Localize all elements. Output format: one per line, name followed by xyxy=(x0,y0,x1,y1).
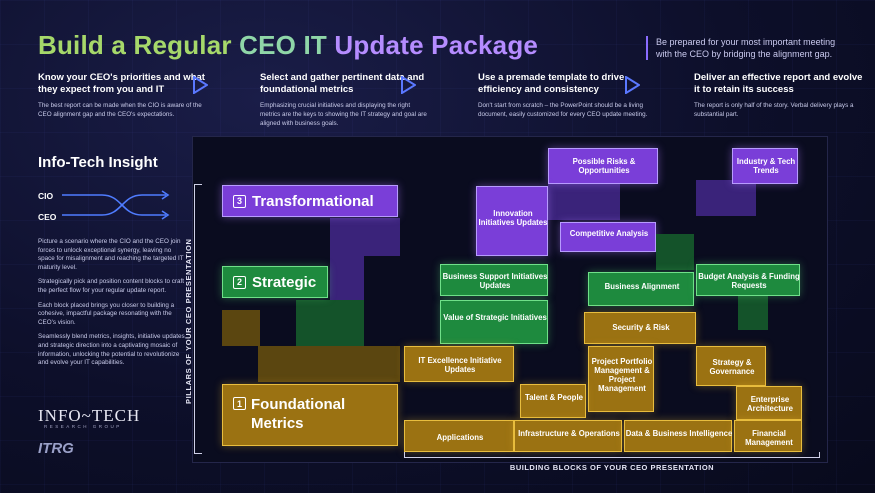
step-4: Deliver an effective report and evolve i… xyxy=(694,72,863,118)
pillar-shape xyxy=(296,300,364,346)
block-value-strategic: Value of Strategic Initiatives xyxy=(440,300,548,344)
pillar-number-badge: 3 xyxy=(233,194,246,208)
pillar-foundational: 1 Foundational Metrics xyxy=(222,384,398,446)
play-arrow-icon xyxy=(401,76,416,94)
pillar-shape xyxy=(330,218,364,256)
block-financial: Financial Management xyxy=(734,420,802,452)
block-business-support: Business Support Initiatives Updates xyxy=(440,264,548,296)
header-note: Be prepared for your most important meet… xyxy=(646,36,846,60)
step-1: Know your CEO's priorities and what they… xyxy=(38,72,205,118)
block-shape xyxy=(584,184,620,220)
pillar-number-badge: 1 xyxy=(233,397,246,410)
pillar-transformational: 3 Transformational xyxy=(222,185,398,217)
block-competitive: Competitive Analysis xyxy=(560,222,656,252)
block-talent: Talent & People xyxy=(520,384,586,418)
block-security-risk: Security & Risk xyxy=(584,312,696,344)
block-business-alignment: Business Alignment xyxy=(588,272,694,306)
infotech-logo: INFO~TECH xyxy=(38,406,141,425)
block-it-excellence: IT Excellence Initiative Updates xyxy=(404,346,514,382)
blocks-bracket xyxy=(404,452,820,458)
page-title: Build a Regular CEO IT Update Package xyxy=(38,30,539,60)
ceo-label: CEO xyxy=(38,212,57,222)
block-shape xyxy=(738,296,768,330)
block-infra-ops: Infrastructure & Operations xyxy=(514,420,622,452)
block-innovation: Innovation Initiatives Updates xyxy=(476,186,548,256)
play-arrow-icon xyxy=(193,76,208,94)
infotech-logo-sub: RESEARCH GROUP xyxy=(44,424,122,429)
pillar-shape xyxy=(222,310,260,346)
block-shape xyxy=(656,234,694,270)
pillars-axis-label: PILLARS OF YOUR CEO PRESENTATION xyxy=(184,238,193,404)
block-applications: Applications xyxy=(404,420,514,452)
play-arrow-icon xyxy=(625,76,640,94)
block-possible-risks: Possible Risks & Opportunities xyxy=(548,148,658,184)
crossing-arrows-icon xyxy=(62,190,170,220)
cio-label: CIO xyxy=(38,191,54,201)
step-3: Use a premade template to drive efficien… xyxy=(478,72,648,118)
insight-text: Picture a scenario where the CIO and the… xyxy=(38,238,187,367)
pillar-shape xyxy=(330,346,400,382)
pillar-foundational-label: Foundational Metrics xyxy=(251,396,346,432)
block-shape xyxy=(548,184,584,220)
pillar-shape xyxy=(330,256,364,300)
itrg-logo: ITRG xyxy=(38,440,74,457)
step-2: Select and gather pertinent data and fou… xyxy=(260,72,427,127)
block-strategy-gov: Strategy & Governance xyxy=(696,346,766,386)
block-ppm: Project Portfolio Management & Project M… xyxy=(588,346,654,412)
block-industry-tech: Industry & Tech Trends xyxy=(732,148,798,184)
block-budget: Budget Analysis & Funding Requests xyxy=(696,264,800,296)
insight-title: Info-Tech Insight xyxy=(38,154,158,171)
pillar-shape xyxy=(258,346,330,382)
block-enterprise-arch: Enterprise Architecture xyxy=(736,386,802,420)
pillars-bracket xyxy=(194,184,202,454)
block-shape xyxy=(696,180,756,216)
pillar-strategic: 2 Strategic xyxy=(222,266,328,298)
block-data-bi: Data & Business Intelligence xyxy=(624,420,732,452)
pillar-number-badge: 2 xyxy=(233,275,246,289)
pillar-shape xyxy=(364,218,400,256)
blocks-axis-label: BUILDING BLOCKS OF YOUR CEO PRESENTATION xyxy=(509,463,715,472)
